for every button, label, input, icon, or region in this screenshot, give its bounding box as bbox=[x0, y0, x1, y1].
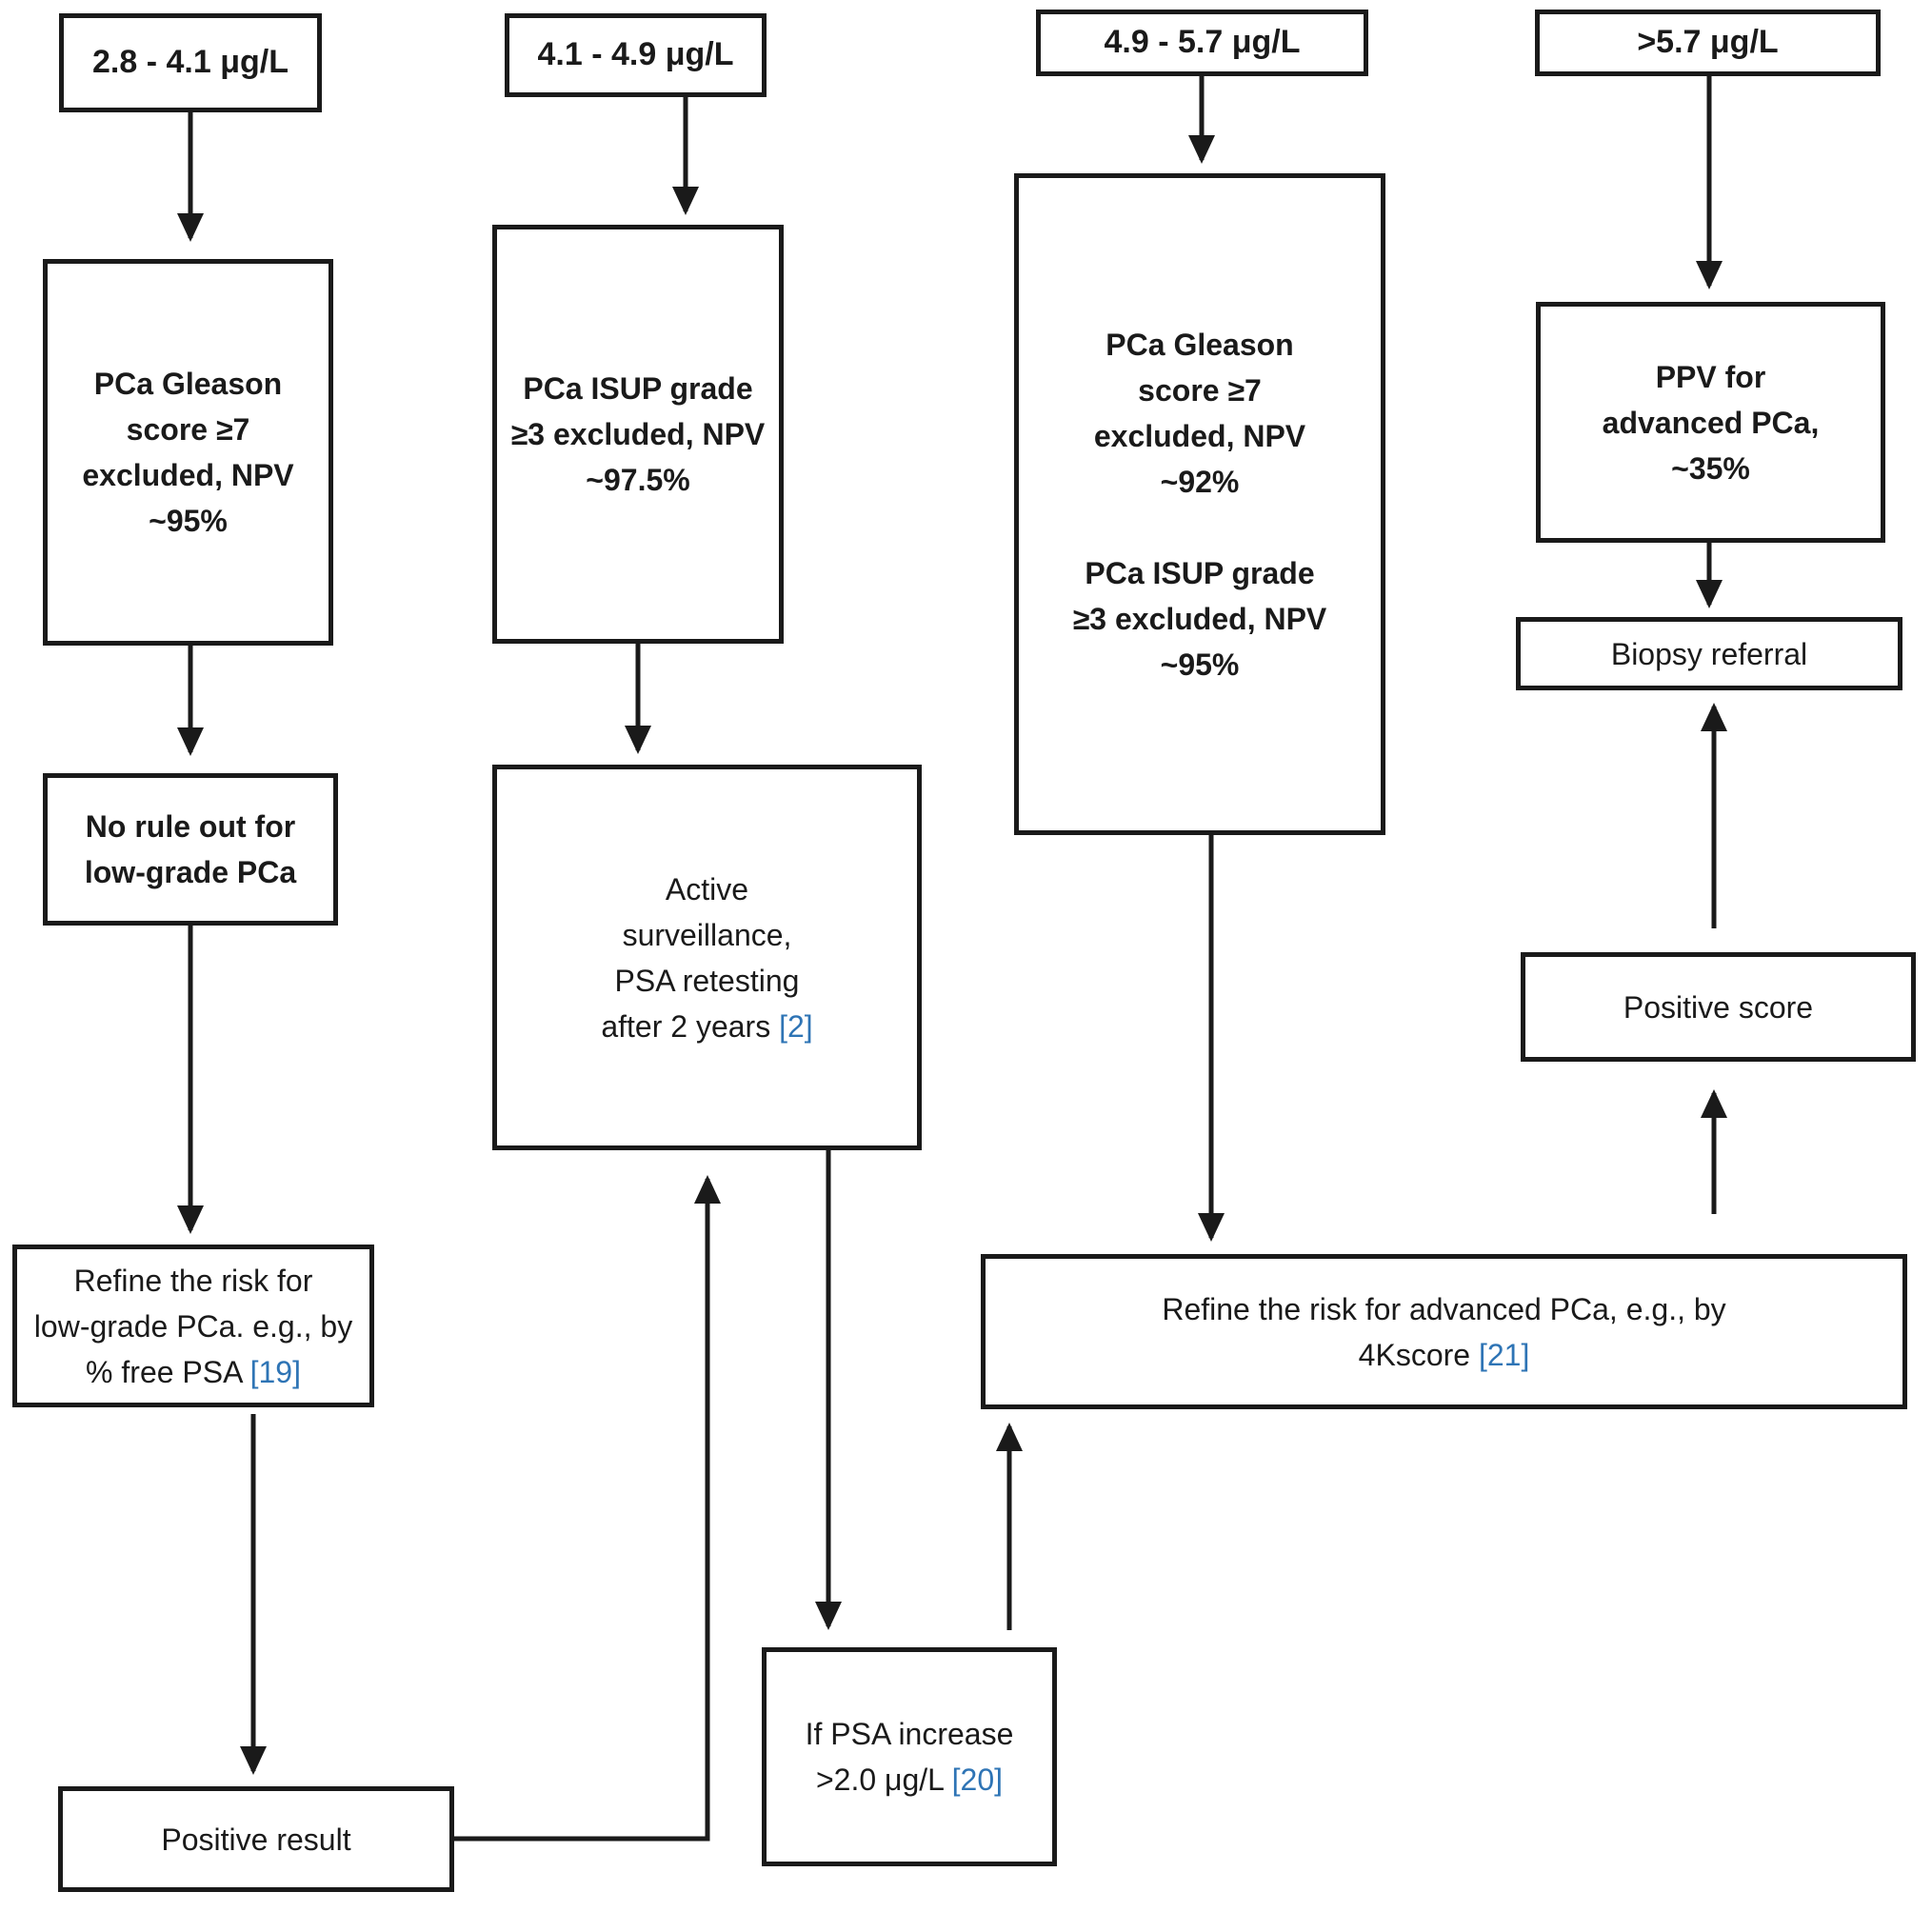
arrow-positive-result-to-active-surveillance bbox=[454, 1175, 721, 1842]
node-positive-result: Positive result bbox=[58, 1786, 454, 1892]
range-header-2.8-4.1: 2.8 - 4.1 μg/L bbox=[59, 13, 322, 112]
node-psa-increase: If PSA increase>2.0 μg/L [20] bbox=[762, 1647, 1057, 1866]
range-header-gt-5.7: >5.7 μg/L bbox=[1535, 10, 1881, 76]
node-refine-advanced: Refine the risk for advanced PCa, e.g., … bbox=[981, 1254, 1907, 1409]
node-biopsy-referral: Biopsy referral bbox=[1516, 617, 1902, 690]
node-positive-score: Positive score bbox=[1521, 952, 1916, 1062]
node-isup-excluded-col2: PCa ISUP grade≥3 excluded, NPV~97.5% bbox=[492, 225, 784, 644]
range-header-4.1-4.9: 4.1 - 4.9 μg/L bbox=[505, 13, 767, 97]
range-header-4.9-5.7: 4.9 - 5.7 μg/L bbox=[1036, 10, 1368, 76]
